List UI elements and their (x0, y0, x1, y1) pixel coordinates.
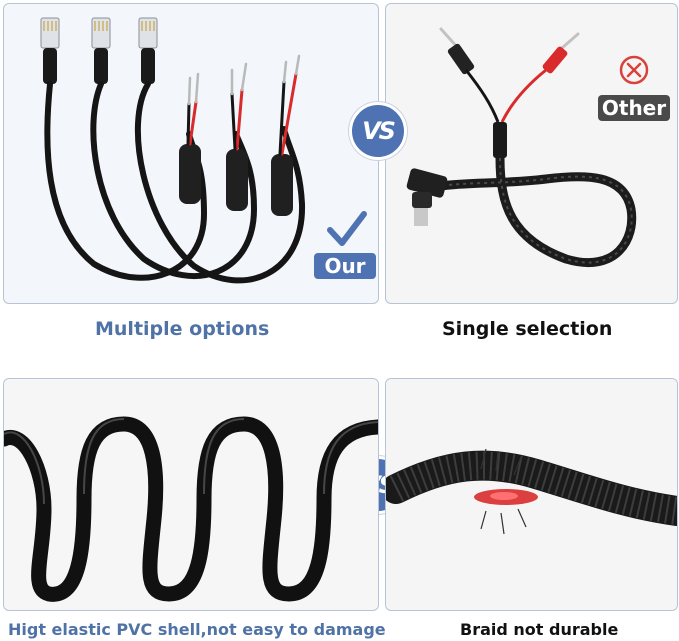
vs-circle-top: VS (349, 102, 407, 160)
caption-single-selection: Single selection (442, 318, 613, 340)
caption-braid-not-durable: Braid not durable (460, 620, 619, 639)
our-badge: Our (314, 253, 376, 279)
dc-cable-image (406, 27, 649, 268)
coiled-cable-image (4, 416, 378, 602)
checkmark-icon (327, 211, 367, 246)
other-badge: Other (598, 95, 670, 121)
x-circle-icon (619, 55, 649, 85)
other-product-panel: Other (385, 3, 678, 304)
caption-multiple-options: Multiple options (95, 318, 270, 340)
caption-elastic-pvc: Higt elastic PVC shell,not easy to damag… (8, 620, 386, 639)
our-product-panel: Our (3, 3, 379, 304)
rj-cable-set-image (40, 17, 367, 284)
coiled-cable-panel (3, 378, 379, 611)
frayed-braid-panel (385, 378, 678, 611)
frayed-braid-image (386, 448, 677, 535)
